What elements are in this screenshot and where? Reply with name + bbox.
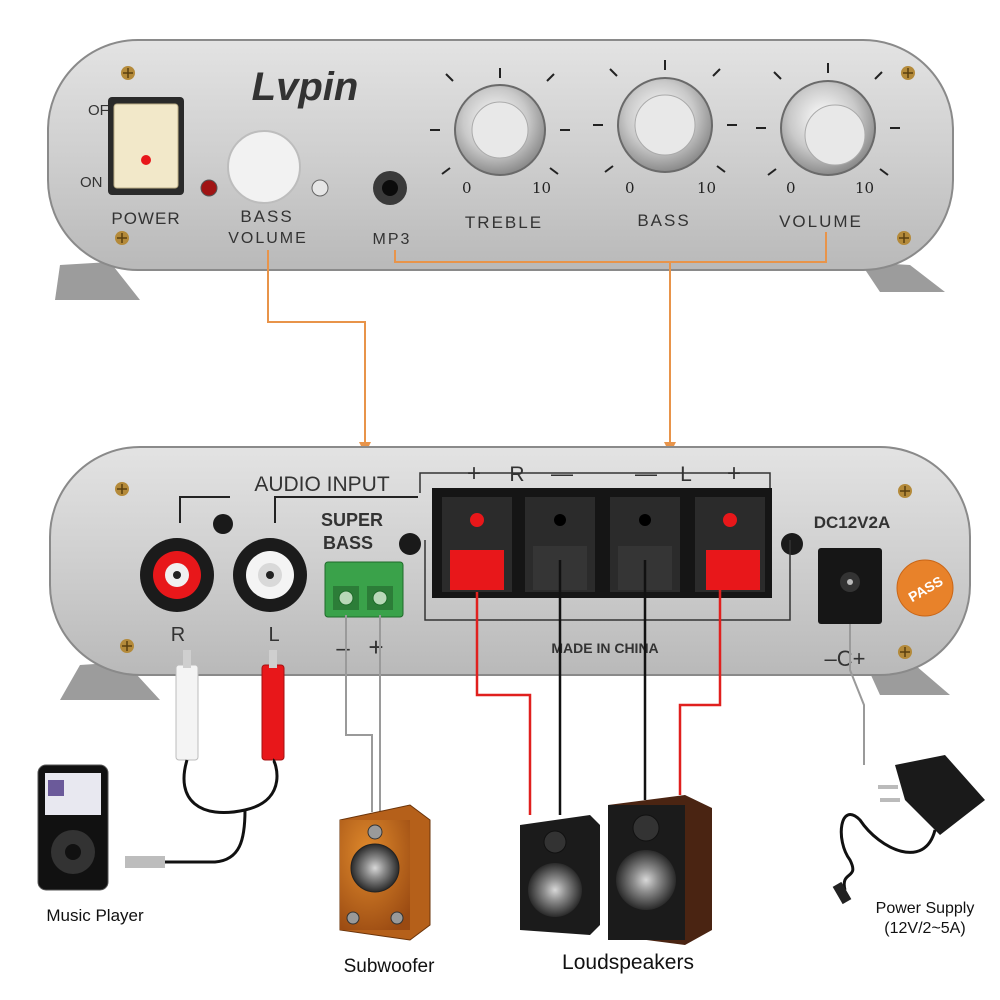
super-bass-minus-label: – xyxy=(336,635,350,662)
rca-jack-right[interactable] xyxy=(140,538,214,612)
dc-polarity-symbol: –C+ xyxy=(825,646,866,671)
bass-volume-label-line2: VOLUME xyxy=(228,230,308,247)
screw-icon xyxy=(898,484,912,498)
wire-power-supply xyxy=(849,624,865,765)
terminal-plus-l: + xyxy=(727,460,741,487)
bass-volume-knob[interactable] xyxy=(227,130,301,204)
power-supply-adapter xyxy=(832,755,985,905)
wire-subwoofer-minus xyxy=(345,615,373,812)
rca-plug-red xyxy=(261,664,285,761)
arrow-bracket-mp3-volume xyxy=(394,232,827,263)
dc-rating-label: DC12V2A xyxy=(814,513,891,532)
treble-min-label: 0 xyxy=(462,179,472,197)
subwoofer-caption: Subwoofer xyxy=(344,956,436,977)
screw-icon xyxy=(213,514,233,534)
music-player xyxy=(37,764,109,891)
terminal-r: R xyxy=(509,463,524,486)
screw-icon xyxy=(120,639,134,653)
terminal-frame-bottom xyxy=(424,540,791,621)
mp3-label: MP3 xyxy=(373,231,412,248)
power-switch-dot xyxy=(141,155,151,165)
pass-sticker xyxy=(896,559,954,617)
arrow-bass-to-superbass xyxy=(267,250,371,454)
dc-power-jack[interactable] xyxy=(818,548,882,624)
screw-icon xyxy=(115,482,129,496)
adapter-brick xyxy=(895,755,985,835)
terminal-plus-r: + xyxy=(467,460,481,487)
super-bass-label-line2: BASS xyxy=(323,533,373,553)
terminal-slot-r-plus[interactable] xyxy=(442,497,512,592)
speaker-cone-icon xyxy=(616,850,676,910)
front-foot-left xyxy=(55,262,140,300)
screw-icon xyxy=(121,66,135,80)
bass-min-label: 0 xyxy=(625,179,635,197)
screw-icon xyxy=(115,231,129,245)
power-supply-caption-line1: Power Supply xyxy=(876,900,975,917)
screw-icon xyxy=(781,533,803,555)
wire-right-plus xyxy=(475,592,532,815)
terminal-minus-r: — xyxy=(551,461,573,486)
bass-knob-group: 0 10 BASS xyxy=(593,60,737,230)
speaker-wires xyxy=(475,560,722,815)
treble-knob-group: 0 10 TREBLE xyxy=(430,68,570,232)
volume-max-label: 10 xyxy=(855,179,874,197)
front-panel: Lvpin OFF ON POWER BASS VOLUME MP3 xyxy=(47,39,954,300)
screw-icon xyxy=(901,66,915,80)
loudspeakers-caption: Loudspeakers xyxy=(562,951,694,974)
speaker-cone-icon xyxy=(528,863,582,917)
switch-on-label: ON xyxy=(80,174,103,191)
bass-max-label: 10 xyxy=(697,179,716,197)
power-switch[interactable] xyxy=(113,103,179,189)
power-label: POWER xyxy=(111,209,180,228)
rca-cable xyxy=(125,650,285,868)
subwoofer-wires xyxy=(345,615,381,812)
bass-label: BASS xyxy=(637,211,690,230)
screw-icon xyxy=(399,533,421,555)
rca-jack-left[interactable] xyxy=(233,538,307,612)
volume-min-label: 0 xyxy=(786,179,796,197)
subwoofer xyxy=(339,804,431,941)
screw-icon xyxy=(897,231,911,245)
volume-knob-group: 0 10 VOLUME xyxy=(756,63,900,231)
connection-arrows xyxy=(267,232,827,454)
music-player-caption: Music Player xyxy=(46,906,144,925)
made-in-china-label: MADE IN CHINA xyxy=(551,640,658,656)
wire-left-plus xyxy=(678,590,722,795)
terminal-l: L xyxy=(680,463,692,486)
volume-label: VOLUME xyxy=(779,212,863,231)
loudspeaker-left xyxy=(520,815,600,935)
screw-icon xyxy=(898,645,912,659)
audio-input-label: AUDIO INPUT xyxy=(254,473,390,496)
treble-label: TREBLE xyxy=(465,213,543,232)
brand-logo: Lvpin xyxy=(252,65,359,109)
terminal-minus-l: — xyxy=(635,461,657,486)
dc-plug xyxy=(832,881,852,905)
power-led xyxy=(200,179,218,197)
power-supply-caption-line2: (12V/2~5A) xyxy=(884,920,965,937)
audio-input-bracket xyxy=(179,496,418,523)
rca-l-label: L xyxy=(268,624,279,646)
subwoofer-cone-icon xyxy=(350,843,400,893)
terminal-slot-l-plus[interactable] xyxy=(695,497,765,592)
rear-panel: AUDIO INPUT R L SUPER BASS – + xyxy=(49,446,971,700)
headphone-plug xyxy=(125,856,165,868)
front-foot-right xyxy=(860,262,945,292)
loudspeaker-right xyxy=(608,795,712,945)
super-bass-terminal[interactable] xyxy=(324,561,404,618)
terminal-frame-top xyxy=(419,472,771,493)
rca-plug-white xyxy=(175,664,199,761)
treble-max-label: 10 xyxy=(532,179,551,197)
rca-r-label: R xyxy=(171,624,185,646)
rear-foot-left xyxy=(60,662,160,700)
indicator-led xyxy=(311,179,329,197)
super-bass-plus-label: + xyxy=(368,632,383,662)
bass-volume-label-line1: BASS xyxy=(240,207,293,226)
super-bass-label-line1: SUPER xyxy=(321,510,383,530)
